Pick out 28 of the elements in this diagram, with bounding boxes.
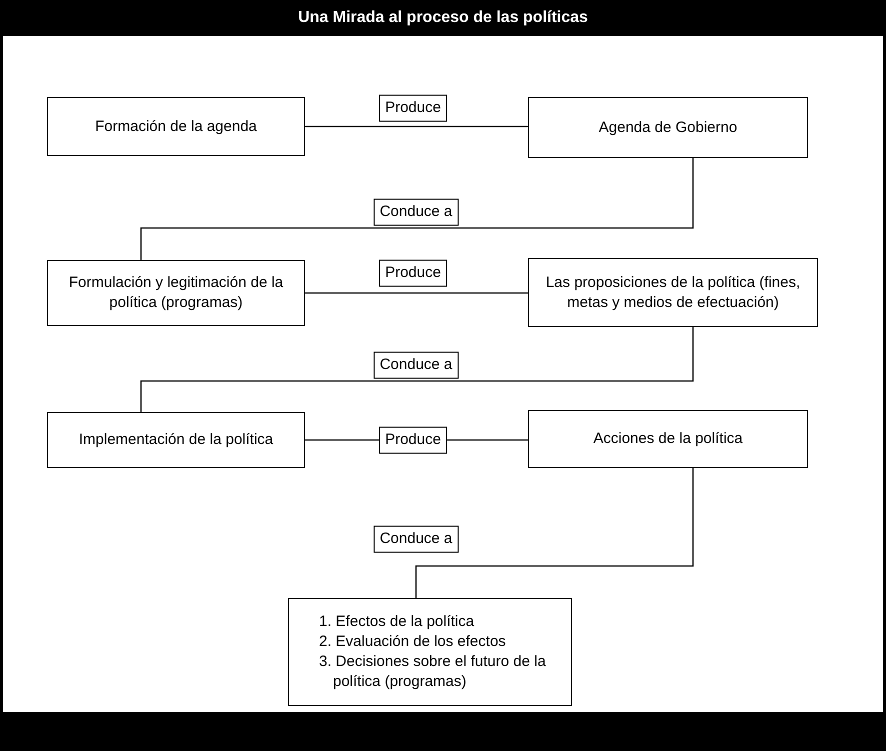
- process-box: [47, 260, 305, 326]
- connector-line: [305, 126, 528, 128]
- edge-label: Conduce a: [374, 198, 458, 226]
- edge-label: Produce: [379, 260, 447, 286]
- process-box: [47, 412, 305, 468]
- list-item: 2. Evaluación de los efectos: [319, 632, 506, 652]
- box-text: Las proposiciones de la política (fines, metas y medios de efectuación): [544, 272, 802, 312]
- list-item: 1. Efectos de la política: [319, 612, 474, 632]
- box-text: Acciones de la política: [593, 429, 743, 449]
- connector-line: [415, 468, 694, 598]
- process-box: [528, 97, 808, 158]
- connector-line: [140, 158, 694, 260]
- process-box: [528, 258, 818, 327]
- edge-label: Produce: [379, 426, 447, 454]
- list-item: 3. Decisiones sobre el futuro de la política (programas): [319, 652, 547, 692]
- edge-label: Conduce a: [374, 526, 458, 552]
- box-text: Implementación de la política: [78, 430, 274, 450]
- edge-label: Conduce a: [374, 352, 458, 378]
- title-bar: Una Mirada al proceso de las políticas: [0, 0, 886, 36]
- connector-line: [140, 327, 694, 412]
- box-text: Formación de la agenda: [95, 116, 257, 136]
- process-box: [528, 410, 808, 468]
- connector-line: [305, 292, 528, 294]
- box-text: Agenda de Gobierno: [598, 118, 738, 138]
- process-box: [288, 598, 572, 706]
- process-box: [47, 97, 305, 156]
- box-text: Formulación y legitimación de la política (programas): [68, 273, 284, 313]
- edge-label: Produce: [379, 94, 447, 122]
